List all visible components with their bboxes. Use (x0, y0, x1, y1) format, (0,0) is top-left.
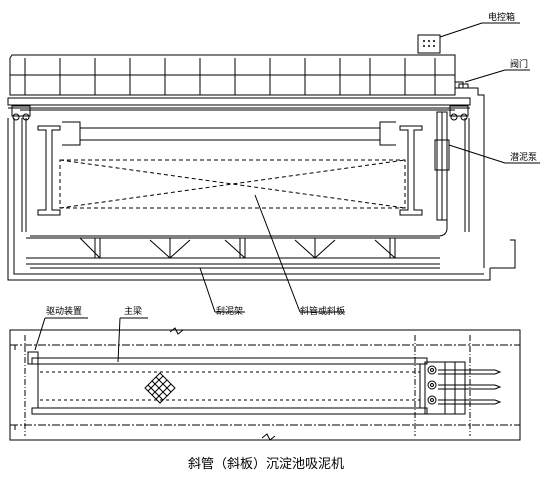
control-box (417, 34, 441, 54)
end-wheels (11, 105, 469, 121)
mesh-pattern (144, 372, 176, 404)
drive-unit (27, 351, 39, 365)
labels: 电控箱 阀门 潜泥泵 驱动装置 主梁 刮泥架 斜管或斜板 斜管（斜板）沉淀池吸泥… (46, 11, 537, 472)
bridge-girder (7, 97, 471, 106)
label-inclined-tube: 斜管或斜板 (300, 305, 345, 317)
elevation-view (7, 34, 516, 281)
label-main-beam: 主梁 (124, 305, 142, 317)
label-valve: 阀门 (510, 58, 528, 70)
valve (454, 81, 464, 89)
inclined-tube-zone (59, 159, 406, 209)
main-beam (31, 357, 428, 365)
tank-outline (7, 118, 491, 281)
walkway-grid (9, 54, 456, 96)
leader-lines (34, 22, 540, 363)
drawing-title: 斜管（斜板）沉淀池吸泥机 (188, 457, 344, 472)
control-box-buttons (423, 40, 435, 47)
pump-cluster (424, 361, 502, 415)
plan-view (9, 327, 521, 441)
plan-outline (9, 329, 521, 441)
label-drive: 驱动装置 (46, 305, 82, 317)
discharge-pipe (455, 87, 485, 268)
submersible-pump (30, 111, 450, 237)
scraper (26, 237, 440, 269)
label-pump: 潜泥泵 (510, 151, 537, 163)
label-control-box: 电控箱 (488, 11, 515, 23)
settler-frame (37, 121, 423, 216)
label-suction-pipe: 刮泥架 (216, 305, 243, 317)
